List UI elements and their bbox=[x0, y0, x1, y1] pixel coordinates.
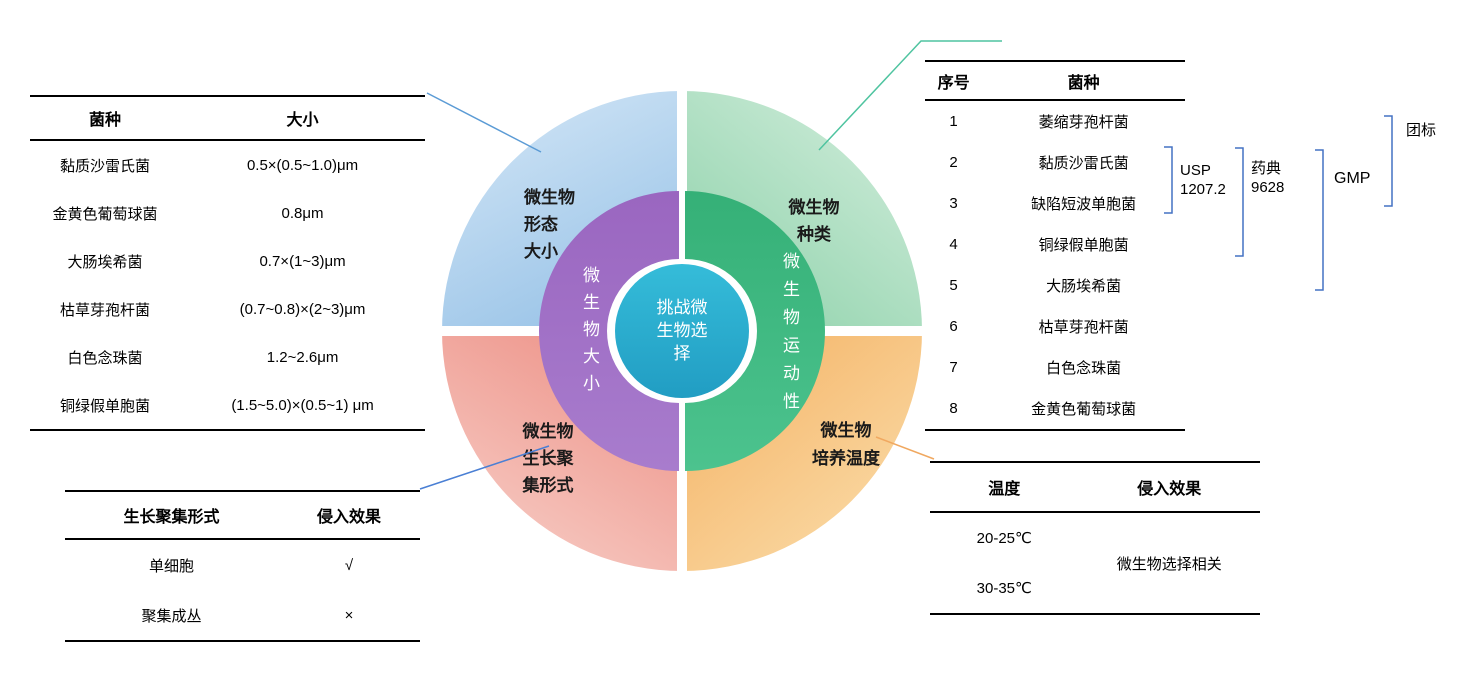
cell-effect: √ bbox=[344, 556, 354, 574]
species-table-header-species: 菌种 bbox=[1067, 74, 1100, 92]
table-row: 单细胞 √ bbox=[65, 539, 420, 590]
cell-no: 4 bbox=[949, 236, 958, 253]
temp-table-header-temperature: 温度 bbox=[988, 481, 1021, 498]
quadrant-label-morphology-size: 微生物 形态 大小 bbox=[524, 188, 575, 261]
quadrant-label-growth-aggregation: 微生物 生长聚 集形式 bbox=[522, 422, 574, 495]
annotation-group-standard: 团标 bbox=[1406, 122, 1437, 139]
center-circle bbox=[615, 264, 749, 398]
center-title: 挑战微 生物选 择 bbox=[656, 298, 708, 363]
table-row: 6 枯草芽孢杆菌 bbox=[925, 306, 1185, 347]
table-row: 聚集成丛 × bbox=[65, 590, 420, 641]
quadrant-top-left bbox=[442, 91, 682, 331]
cell-form: 聚集成丛 bbox=[141, 607, 202, 625]
growth-table-header-effect: 侵入效果 bbox=[316, 509, 381, 526]
temperature-table: 温度 侵入效果 20-25℃ 微生物选择相关 30-35℃ bbox=[930, 461, 1260, 615]
cell-no: 3 bbox=[949, 195, 958, 212]
table-row: 白色念珠菌 1.2~2.6μm bbox=[30, 333, 425, 381]
annotation-pharmacopoeia-9628: 药典 9628 bbox=[1251, 160, 1285, 196]
quadrant-bottom-right bbox=[682, 331, 922, 571]
cell-size: 0.5×(0.5~1.0)μm bbox=[246, 156, 359, 174]
table-row: 1 萎缩芽孢杆菌 bbox=[925, 100, 1185, 142]
cell-species: 枯草芽孢杆菌 bbox=[60, 301, 151, 319]
cell-effect: × bbox=[344, 606, 354, 624]
cell-temp-range: 20-25℃ bbox=[976, 530, 1032, 547]
donut-diagram bbox=[432, 81, 932, 581]
table-row: 大肠埃希菌 0.7×(1~3)μm bbox=[30, 237, 425, 285]
table-row: 8 金黄色葡萄球菌 bbox=[925, 388, 1185, 430]
cell-species: 枯草芽孢杆菌 bbox=[1038, 319, 1129, 336]
size-table-header-species: 菌种 bbox=[89, 112, 122, 129]
size-table-header-size: 大小 bbox=[286, 112, 319, 129]
table-row: 7 白色念珠菌 bbox=[925, 347, 1185, 388]
cell-species: 铜绿假单胞菌 bbox=[60, 397, 151, 415]
size-table: 菌种 大小 黏质沙雷氏菌 0.5×(0.5~1.0)μm 金黄色葡萄球菌 0.8μm… bbox=[30, 95, 425, 431]
species-table: 序号 菌种 1 萎缩芽孢杆菌 2 黏质沙雷氏菌 3 缺陷短波单胞菌 4 铜绿假单胞菌 5… bbox=[925, 60, 1185, 431]
cell-species: 萎缩芽孢杆菌 bbox=[1038, 114, 1129, 131]
cell-no: 6 bbox=[949, 318, 958, 335]
bracket-group-standard bbox=[1384, 115, 1393, 207]
cell-species: 大肠埃希菌 bbox=[67, 253, 143, 271]
bracket-pharmacopoeia bbox=[1235, 147, 1244, 257]
cell-temp-range: 30-35℃ bbox=[976, 580, 1032, 597]
species-table-header-no: 序号 bbox=[937, 74, 970, 92]
cell-no: 7 bbox=[949, 359, 958, 376]
quadrant-label-culture-temperature: 微生物 培养温度 bbox=[812, 421, 880, 468]
cell-species: 金黄色葡萄球菌 bbox=[1031, 401, 1137, 418]
table-row: 4 铜绿假单胞菌 bbox=[925, 224, 1185, 265]
cell-no: 5 bbox=[949, 277, 958, 294]
table-row: 2 黏质沙雷氏菌 bbox=[925, 142, 1185, 183]
cell-size: 0.8μm bbox=[281, 204, 324, 222]
inner-ring-right bbox=[685, 191, 825, 471]
cell-species: 缺陷短波单胞菌 bbox=[1031, 196, 1137, 213]
growth-table: 生长聚集形式 侵入效果 单细胞 √ 聚集成丛 × bbox=[65, 490, 420, 642]
table-row: 30-35℃ bbox=[930, 563, 1260, 614]
table-row: 20-25℃ 微生物选择相关 bbox=[930, 512, 1260, 573]
cell-species: 黏质沙雷氏菌 bbox=[60, 157, 151, 175]
quadrant-top-right bbox=[682, 91, 922, 331]
inner-ring-label-size: 微生物大小 bbox=[580, 266, 599, 401]
table-row: 5 大肠埃希菌 bbox=[925, 265, 1185, 306]
cell-species: 金黄色葡萄球菌 bbox=[52, 205, 158, 223]
cell-size: 0.7×(1~3)μm bbox=[259, 252, 346, 270]
cell-species: 大肠埃希菌 bbox=[1046, 278, 1122, 295]
table-row: 3 缺陷短波单胞菌 bbox=[925, 183, 1185, 224]
cell-size: (0.7~0.8)×(2~3)μm bbox=[239, 300, 366, 318]
size-table-header-row: 菌种 大小 bbox=[30, 96, 425, 140]
temp-table-header-effect: 侵入效果 bbox=[1137, 481, 1202, 498]
cell-size: 1.2~2.6μm bbox=[266, 348, 339, 366]
quadrant-label-species: 微生物 种类 bbox=[788, 198, 840, 244]
quadrant-bottom-left bbox=[442, 331, 682, 571]
cell-species: 铜绿假单胞菌 bbox=[1038, 237, 1129, 254]
cell-form: 单细胞 bbox=[148, 557, 194, 575]
table-row: 枯草芽孢杆菌 (0.7~0.8)×(2~3)μm bbox=[30, 285, 425, 333]
cell-no: 8 bbox=[949, 400, 958, 417]
temp-table-header-row: 温度 侵入效果 bbox=[930, 462, 1260, 512]
table-row: 金黄色葡萄球菌 0.8μm bbox=[30, 189, 425, 237]
cell-no: 2 bbox=[949, 154, 958, 171]
cell-no: 1 bbox=[949, 113, 958, 130]
species-table-header-row: 序号 菌种 bbox=[925, 61, 1185, 100]
table-row: 黏质沙雷氏菌 0.5×(0.5~1.0)μm bbox=[30, 140, 425, 189]
cell-size: (1.5~5.0)×(0.5~1) μm bbox=[231, 396, 374, 414]
inner-ring-label-motility: 微生物运动性 bbox=[780, 252, 799, 420]
cell-species: 黏质沙雷氏菌 bbox=[1038, 155, 1129, 172]
cell-species: 白色念珠菌 bbox=[1046, 360, 1122, 377]
growth-table-header-row: 生长聚集形式 侵入效果 bbox=[65, 491, 420, 539]
inner-ring-left bbox=[539, 191, 679, 471]
bracket-gmp bbox=[1315, 149, 1324, 291]
annotation-gmp: GMP bbox=[1334, 170, 1371, 187]
growth-table-header-form: 生长聚集形式 bbox=[123, 509, 220, 526]
cell-species: 白色念珠菌 bbox=[67, 349, 143, 367]
table-row: 铜绿假单胞菌 (1.5~5.0)×(0.5~1) μm bbox=[30, 381, 425, 430]
annotation-usp-1207-2: USP 1207.2 bbox=[1180, 162, 1226, 198]
cell-effect-merged: 微生物选择相关 bbox=[1116, 555, 1222, 573]
